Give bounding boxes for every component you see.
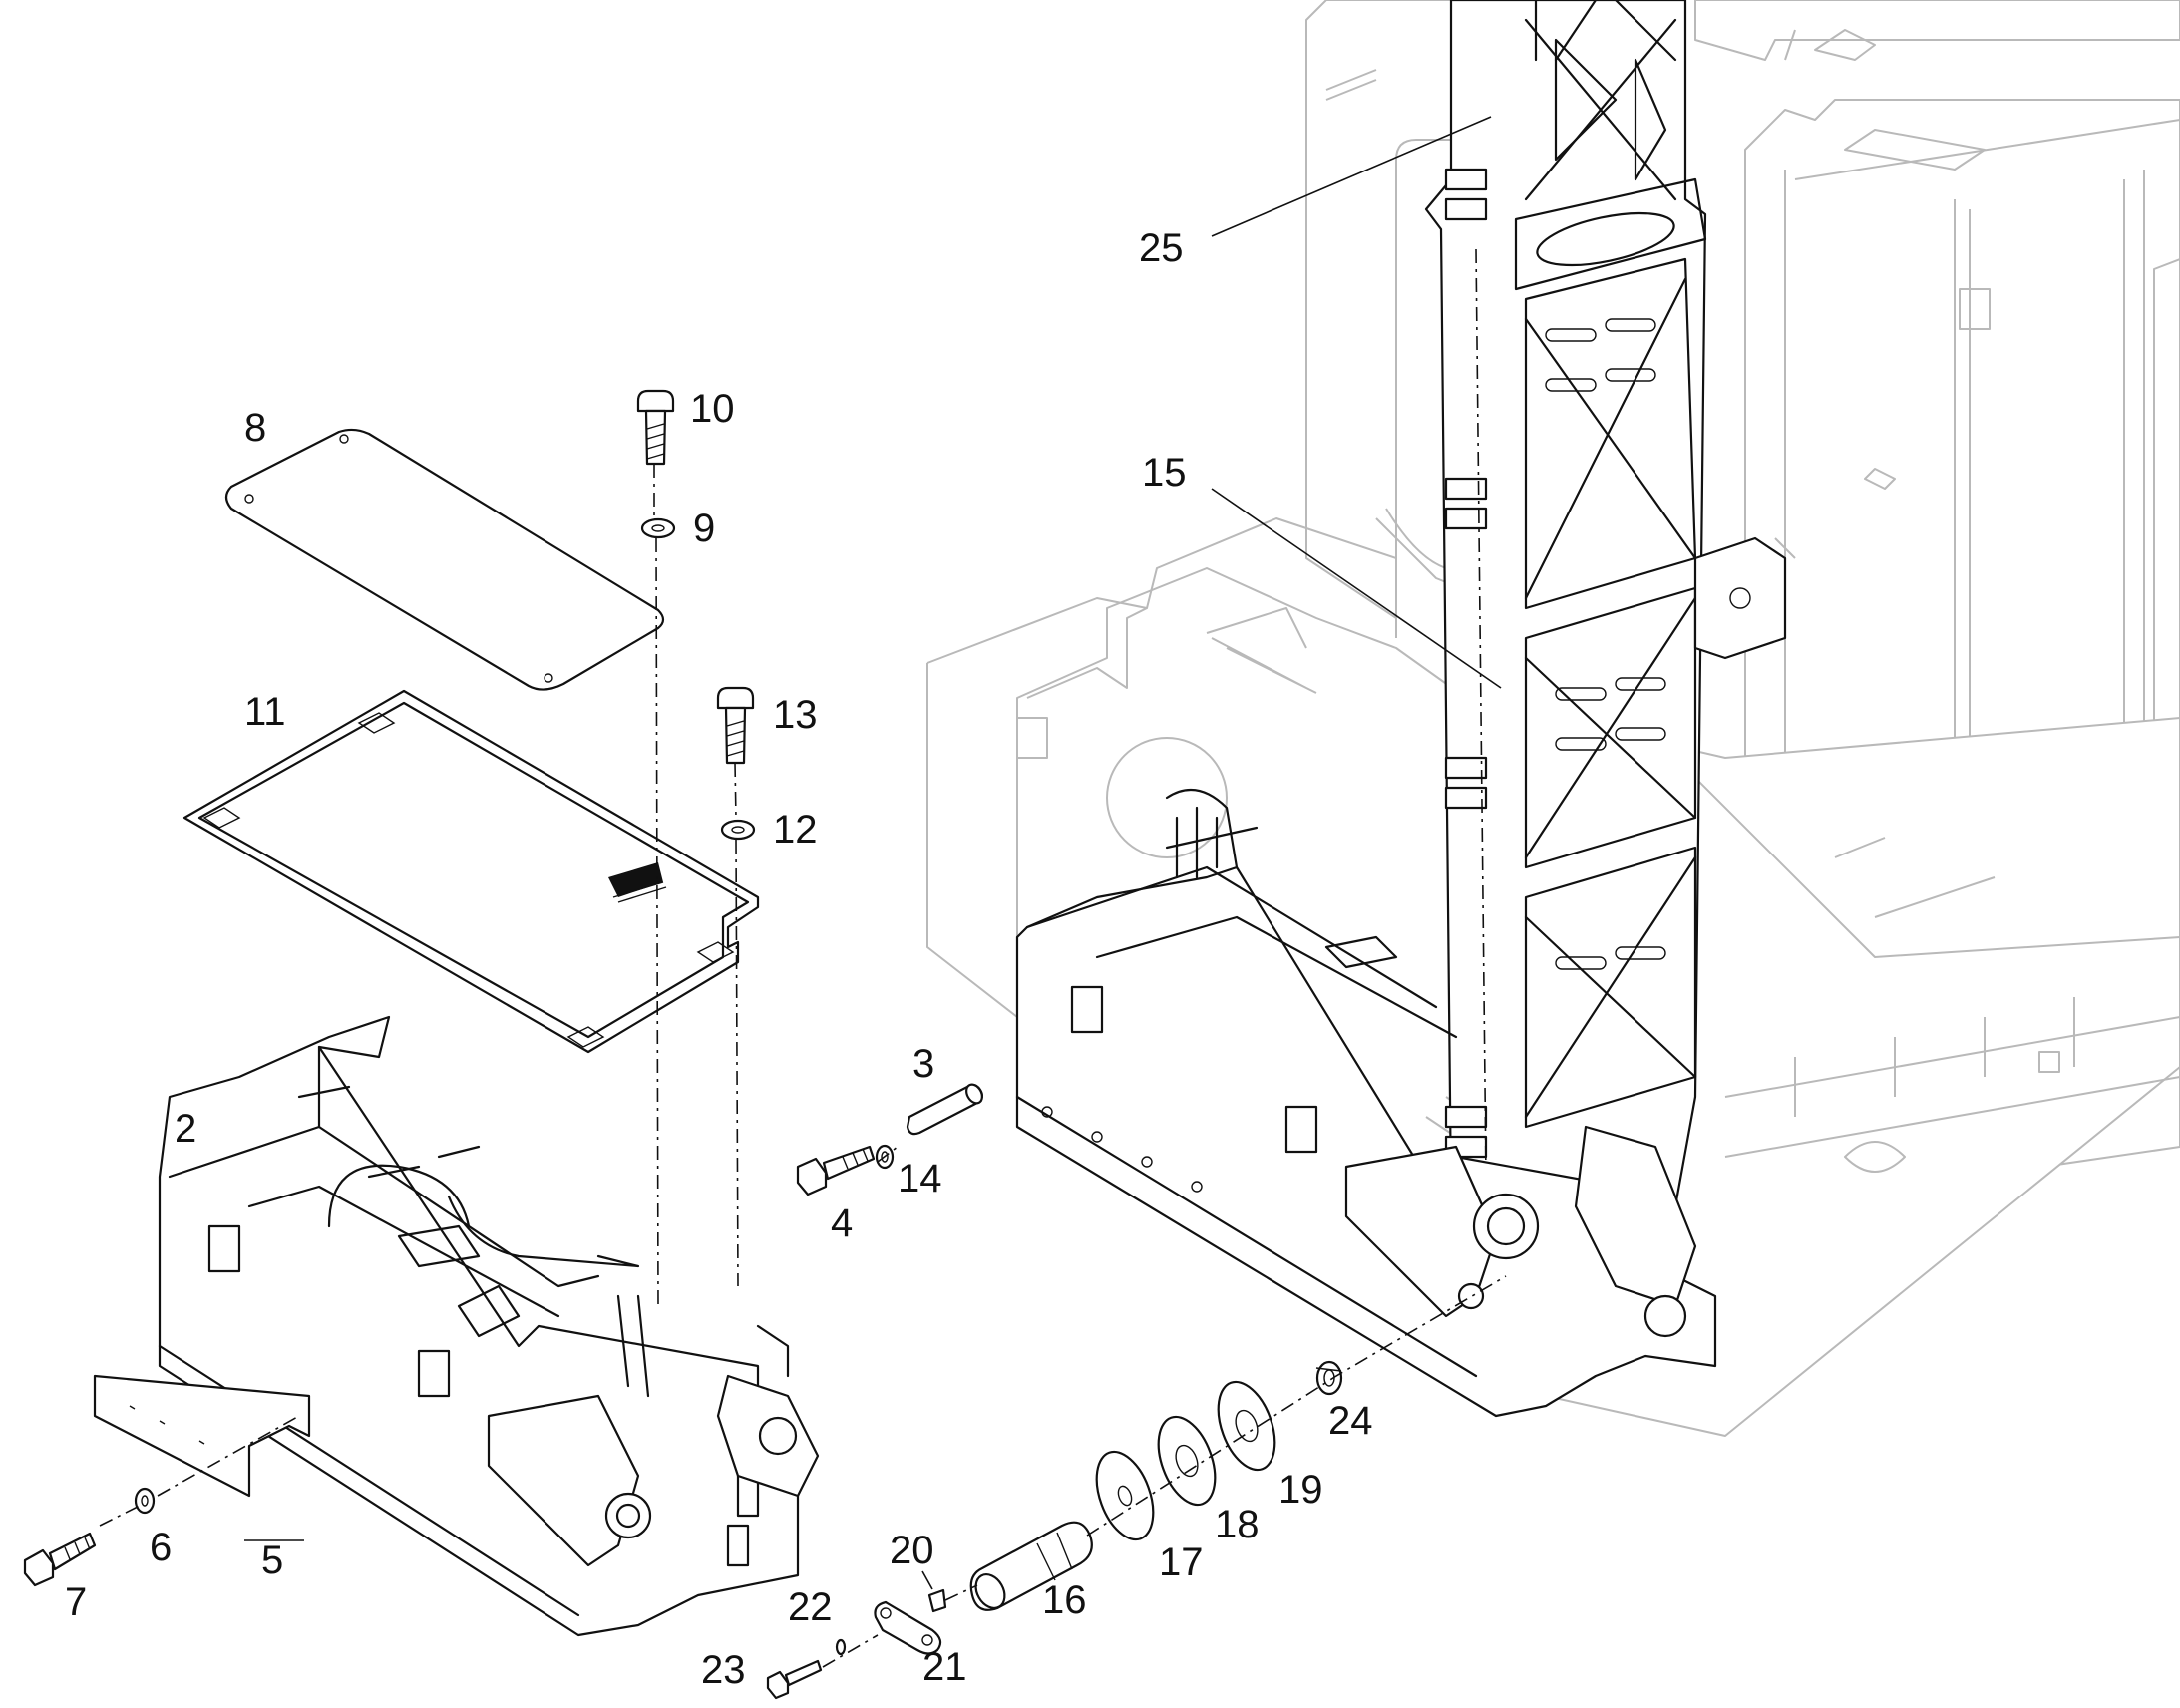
leader-lines	[244, 116, 1502, 1590]
washer-12	[720, 819, 756, 841]
callout-5: 5	[261, 1538, 283, 1582]
callout-6: 6	[150, 1526, 172, 1569]
callout-20: 20	[890, 1529, 934, 1572]
left-base-frame	[158, 1015, 820, 1637]
callout-9: 9	[693, 507, 715, 550]
callout-13: 13	[773, 693, 818, 737]
callout-18: 18	[1215, 1503, 1260, 1546]
callout-11: 11	[244, 690, 286, 734]
washer-9	[640, 517, 676, 539]
callout-16: 16	[1042, 1578, 1087, 1622]
bolt-13	[716, 686, 755, 765]
callout-25: 25	[1139, 226, 1184, 270]
callout-12: 12	[773, 808, 818, 852]
bushing-24	[1315, 1360, 1343, 1396]
callout-10: 10	[690, 387, 735, 431]
spacer-18	[1157, 1415, 1217, 1507]
lock-washer-22	[835, 1638, 847, 1656]
callout-labels: 2 3 4 5 6 7 8 9 10 11 12 13 14 15 16 17 …	[65, 226, 1373, 1692]
callout-4: 4	[831, 1201, 853, 1245]
spacer-3	[906, 1083, 984, 1136]
frame-plate	[182, 689, 760, 1054]
assembly-centerlines	[99, 464, 1507, 1668]
callout-15: 15	[1142, 451, 1187, 495]
callout-7: 7	[65, 1580, 87, 1624]
callout-23: 23	[701, 1648, 746, 1692]
callout-19: 19	[1278, 1468, 1323, 1512]
pin-16	[969, 1521, 1093, 1611]
callout-8: 8	[244, 406, 266, 450]
callout-21: 21	[922, 1645, 967, 1689]
washer-6	[134, 1487, 156, 1515]
spacer-19	[1217, 1380, 1276, 1472]
bolt-10	[636, 389, 675, 466]
bolt-4	[796, 1145, 876, 1196]
callout-24: 24	[1328, 1399, 1373, 1443]
retainer-plate-21	[874, 1600, 942, 1655]
right-base-frame	[1015, 788, 1717, 1418]
callout-3: 3	[912, 1042, 934, 1086]
grease-fitting-20	[927, 1588, 947, 1613]
side-guard-plate	[93, 1374, 311, 1498]
top-cover-plate	[224, 428, 665, 691]
callout-14: 14	[898, 1157, 942, 1200]
callout-22: 22	[788, 1585, 833, 1629]
callout-17: 17	[1159, 1540, 1204, 1584]
mast-assembly	[1424, 0, 1787, 1213]
bolt-23	[766, 1659, 823, 1700]
spacer-17	[1095, 1450, 1155, 1541]
bolt-7	[23, 1532, 97, 1587]
callout-2: 2	[175, 1107, 196, 1151]
